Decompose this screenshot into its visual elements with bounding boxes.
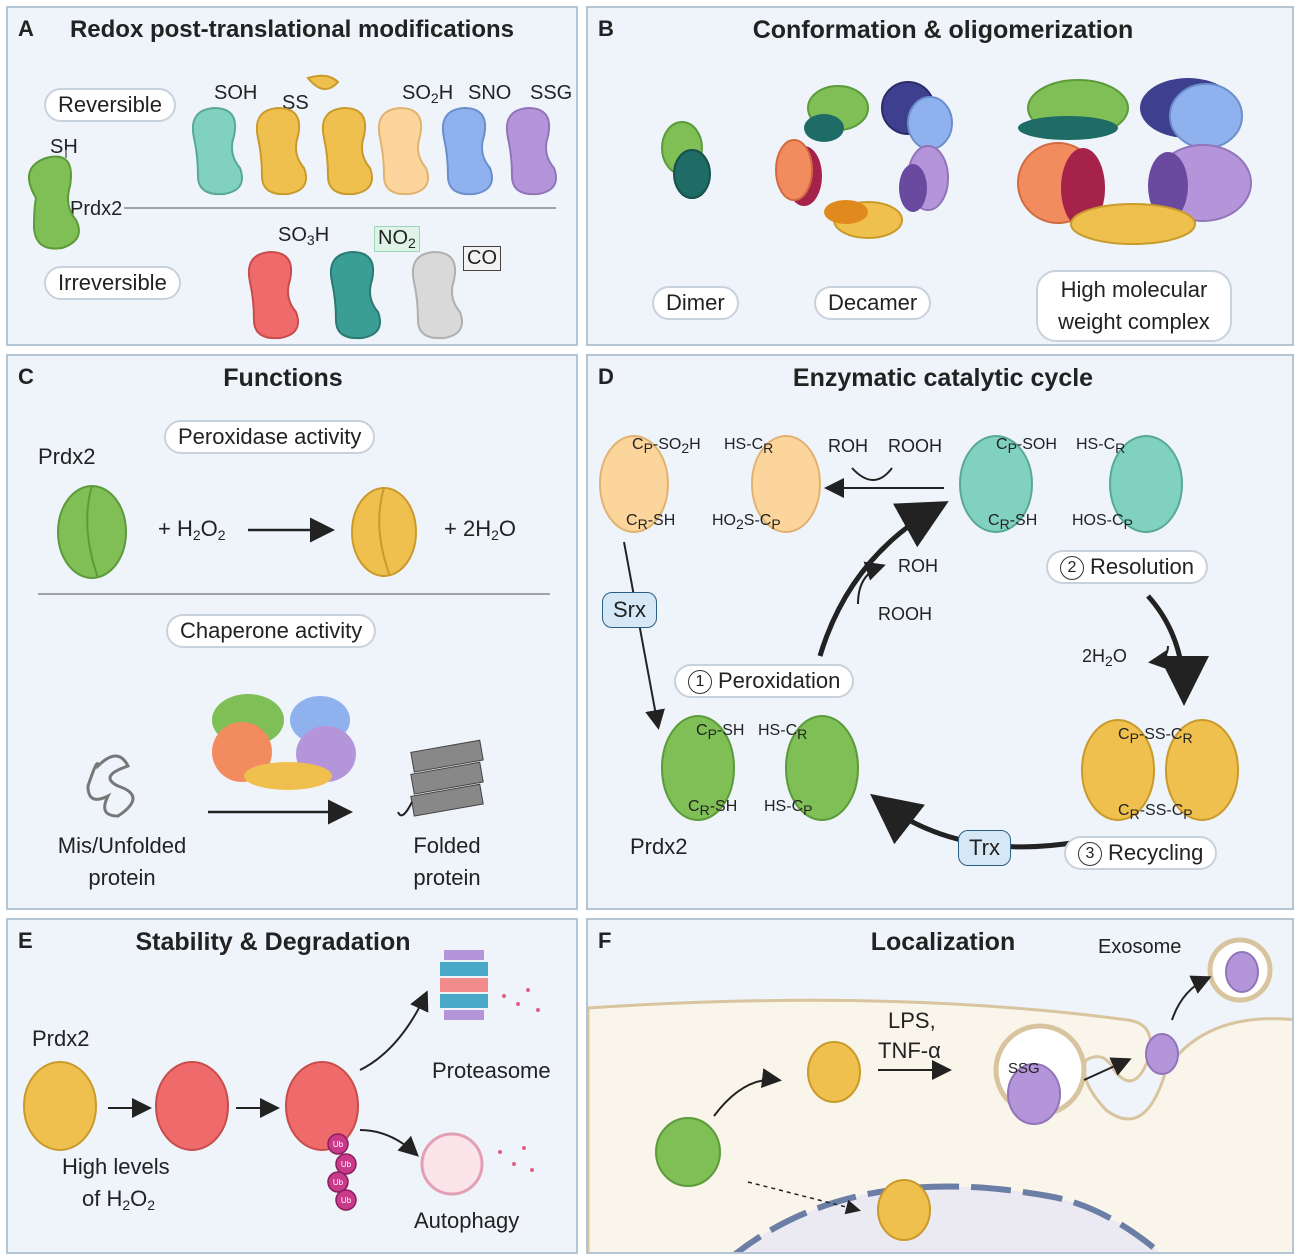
ub-1: Ub [333, 1140, 344, 1149]
chaperone-label: Chaperone activity [166, 614, 377, 648]
panel-c-letter: C [18, 364, 34, 389]
hs-cr-2: HS-CR [1076, 436, 1126, 456]
sno-label: SNO [468, 82, 512, 104]
panel-a-title: Redox post-translational modifications [69, 16, 515, 43]
sh-label: SH [50, 136, 78, 158]
h2o2-label: + H2O2 [158, 516, 226, 543]
hs-cp-3: HS-CP [764, 798, 813, 818]
water-label: + 2H2O [444, 516, 517, 543]
panel-b: B Conformation & oligomerization Dimer D… [586, 6, 1294, 346]
prdx2-label: Prdx2 [38, 444, 96, 469]
tnf-label: TNF-α [878, 1038, 941, 1063]
exosome-label: Exosome [1098, 936, 1182, 958]
panel-c-title: Functions [223, 364, 343, 392]
hs-cr-3: HS-CR [758, 722, 808, 742]
prdx2-label: Prdx2 [32, 1026, 90, 1051]
panel-e-graphics: Ub Ub Ub Ub [23, 950, 540, 1211]
cp-soh: CP-SOH [996, 436, 1057, 456]
hos-cp: HOS-CP [1072, 512, 1133, 532]
panel-a-proteins [27, 74, 557, 340]
panel-f-cell [588, 937, 1292, 1252]
prdx2-label: Prdx2 [70, 198, 123, 220]
rooh-1: ROOH [888, 436, 942, 456]
panel-d-title: Enzymatic catalytic cycle [792, 364, 1094, 392]
autophagy-label: Autophagy [414, 1208, 520, 1233]
high-levels-label: High levels [62, 1154, 170, 1179]
ssg-label: SSG [530, 82, 573, 104]
decamer-label: Decamer [814, 286, 932, 320]
ss-bottom: CR-SS-CP [1118, 802, 1193, 822]
cr-sh-2: CR-SH [988, 512, 1038, 532]
water-label: 2H2O [1082, 646, 1127, 669]
ub-2: Ub [341, 1160, 352, 1169]
dimer-label: Dimer [652, 286, 739, 320]
panel-e: E Stability & Degradation Prdx2 High lev… [6, 918, 578, 1254]
cp-1: CP-SO2H [632, 436, 701, 456]
so2h-label: SO2H [402, 82, 454, 106]
folded-label: Folded protein [413, 833, 481, 890]
of-h2o2-label: of H2O2 [82, 1186, 156, 1213]
lps-label: LPS, [888, 1008, 936, 1033]
irreversible-label: Irreversible [44, 266, 181, 300]
so3h-label: SO3H [278, 224, 330, 248]
cp-sh-3: CP-SH [696, 722, 745, 742]
panel-a-divider [124, 207, 556, 209]
hs-cr-1: HS-CR [724, 436, 774, 456]
panel-e-title: Stability & Degradation [135, 928, 411, 956]
roh-1: ROH [828, 436, 868, 456]
panel-c: C Functions Prdx2 Peroxidase activity + … [6, 354, 578, 910]
cr-sh-3: CR-SH [688, 798, 738, 818]
ss-label: SS [282, 92, 309, 114]
co-label: CO [463, 246, 501, 271]
panel-d-letter: D [598, 364, 614, 389]
ub-4: Ub [341, 1196, 352, 1205]
ss-top: CP-SS-CR [1118, 726, 1193, 746]
panel-b-title: Conformation & oligomerization [752, 16, 1134, 44]
cr-1: CR-SH [626, 512, 676, 532]
panel-d-cycle [599, 435, 1239, 850]
ssg-label: SSG [1008, 1060, 1040, 1077]
roh-2: ROH [898, 556, 938, 576]
panel-d: D Enzymatic catalytic cycle ROH ROOH ROH… [586, 354, 1294, 910]
panel-e-letter: E [18, 928, 33, 953]
panel-c-graphics [38, 485, 550, 825]
panel-f-title: Localization [870, 928, 1016, 956]
rooh-2: ROOH [878, 604, 932, 624]
panel-f-letter: F [598, 928, 612, 953]
trx-box: Trx [958, 830, 1011, 866]
panel-a: A Redox post-translational modifications… [6, 6, 578, 346]
panel-a-letter: A [18, 16, 34, 41]
proteasome-label: Proteasome [432, 1058, 551, 1083]
ho2s-cp: HO2S-CP [712, 512, 781, 532]
ub-3: Ub [333, 1178, 344, 1187]
prdx2-label: Prdx2 [630, 834, 688, 859]
panel-b-oligomers [661, 78, 1252, 245]
srx-box: Srx [602, 592, 657, 628]
ub-labels: Ub Ub Ub Ub [333, 1140, 352, 1205]
no2-label: NO2 [374, 226, 420, 252]
panel-b-letter: B [598, 16, 614, 41]
misfolded-label: Mis/Unfolded protein [57, 833, 187, 890]
reversible-label: Reversible [44, 88, 176, 122]
hmw-label: High molecular weight complex [1036, 270, 1232, 342]
panel-f: F Localization Exosome LPS, TNF-α SSG [586, 918, 1294, 1254]
soh-label: SOH [214, 82, 258, 104]
peroxidase-label: Peroxidase activity [164, 420, 376, 454]
